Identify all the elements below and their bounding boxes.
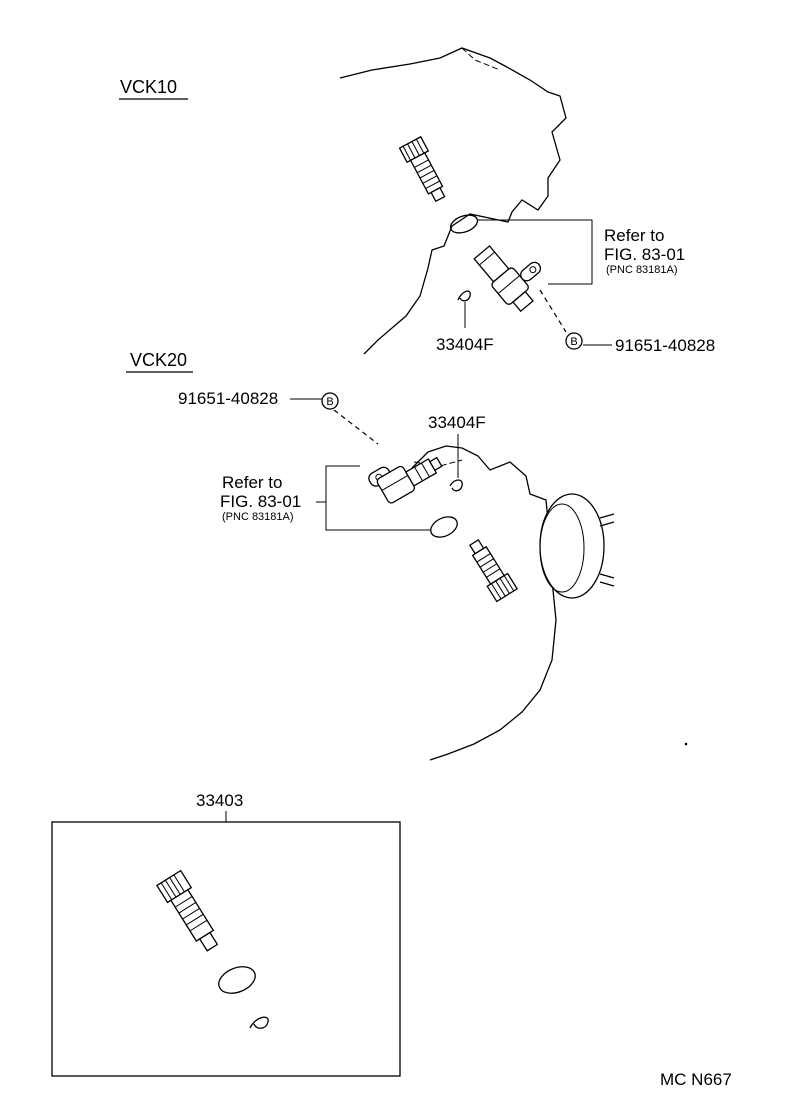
vck10-label-33404f: 33404F (436, 335, 494, 354)
vck10-driven-gear-icon (398, 135, 446, 203)
vck20-label-33404f: 33404F (428, 413, 486, 432)
vck20-transmission-dash (413, 459, 463, 467)
vck20-bolt-marker-letter: B (326, 396, 333, 408)
vck20-o-ring-icon (430, 516, 458, 538)
vck20-flange-icon (539, 493, 615, 599)
vck20-transmission-outline (411, 445, 557, 761)
vck10-transmission-edge (461, 47, 501, 71)
vck10-refer-bracket (478, 219, 593, 285)
kit-o-ring-icon (218, 966, 256, 994)
vck10-fig-ref: FIG. 83-01 (604, 245, 685, 264)
speck (684, 742, 688, 746)
vck10-bolt-marker-letter: B (570, 336, 577, 348)
vck10-title: VCK10 (120, 77, 177, 97)
vck20-fig-ref: FIG. 83-01 (220, 492, 301, 511)
vck20-label-91651: 91651-40828 (178, 389, 278, 408)
vck10-transmission-outline (339, 47, 567, 355)
kit-label-33403: 33403 (196, 791, 243, 810)
kit-box (51, 821, 401, 1077)
vck20-section: VCK20 91651-40828 B 33404F (126, 350, 615, 761)
vck20-bolt-dash (333, 409, 379, 445)
figure-code: MC N667 (660, 1070, 732, 1089)
vck10-clip-icon (457, 290, 471, 302)
kit-33403-section: 33403 (51, 791, 401, 1077)
vck20-clip-icon (449, 479, 463, 492)
vck10-speedometer-sleeve-icon (473, 245, 542, 313)
vck10-bolt-dash (539, 289, 567, 333)
vck10-label-91651: 91651-40828 (615, 336, 715, 355)
vck20-refer-to: Refer to (222, 473, 282, 492)
vck10-section: VCK10 (119, 47, 715, 355)
vck20-pnc-ref: (PNC 83181A) (222, 511, 294, 523)
vck20-bolt-marker-icon (321, 392, 339, 410)
kit-driven-gear-icon (156, 869, 219, 952)
kit-clip-icon (249, 1016, 269, 1029)
vck10-o-ring-icon (449, 214, 479, 234)
vck20-title: VCK20 (130, 350, 187, 370)
vck20-refer-bracket (325, 465, 430, 531)
vck10-pnc-ref: (PNC 83181A) (606, 264, 678, 276)
vck10-refer-to: Refer to (604, 226, 664, 245)
vck20-driven-gear-icon (468, 539, 519, 603)
vck20-speedometer-sleeve-icon (368, 456, 443, 504)
vck10-bolt-marker-icon (565, 332, 583, 350)
